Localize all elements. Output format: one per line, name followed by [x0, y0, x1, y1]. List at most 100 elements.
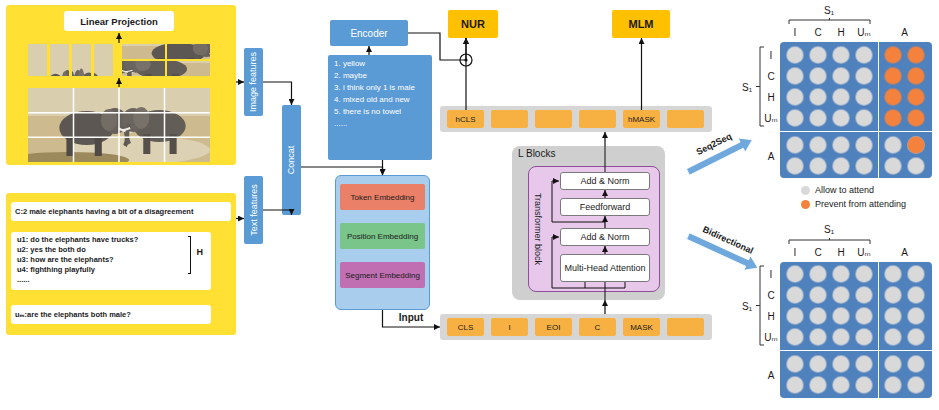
empty-token: [579, 110, 616, 128]
answer-list: 1. yellow2. maybe3. i think only 1 is ma…: [328, 55, 432, 160]
axis-label: Uₘ: [764, 113, 777, 124]
axis-label: H: [767, 92, 774, 103]
node-text: L Blocks: [512, 146, 665, 161]
objective-box: NUR: [448, 10, 498, 38]
question-box: uₘ:are the elephants both male?: [11, 305, 211, 324]
legend-swatch: [801, 200, 810, 209]
node-text: ......: [334, 119, 426, 129]
node-text: Encoder: [350, 28, 387, 39]
axis-label: S₁: [824, 5, 834, 16]
node-text: I: [508, 323, 510, 332]
axis-label: Uₘ: [857, 247, 870, 258]
node-text: Segment Embedding: [345, 271, 420, 280]
connector: [368, 46, 369, 55]
legend-item: Prevent from attending: [801, 199, 906, 209]
connector: [236, 218, 244, 219]
axis-label: C: [814, 27, 821, 38]
embedding-box: Token Embedding: [340, 184, 425, 210]
input-sequence: CLSIEOICMASK: [440, 314, 712, 340]
edge-label: Input: [397, 312, 425, 323]
text-panel: C:2 male elephants having a bit of a dis…: [6, 193, 236, 335]
connector: [263, 82, 292, 105]
axis-label: C: [767, 71, 774, 82]
node-text: Concat: [287, 146, 297, 175]
node-text: MASK: [630, 323, 653, 332]
node-text: 1. yellow: [334, 59, 426, 69]
node-text: Add & Norm: [580, 232, 629, 243]
legend-text: Allow to attend: [815, 185, 874, 195]
feature-box: Image features: [244, 48, 263, 116]
node-text: 4. mixed old and new: [334, 95, 426, 105]
legend-item: Allow to attend: [801, 185, 874, 195]
embedding-panel: Token EmbeddingPosition EmbeddingSegment…: [335, 175, 430, 310]
node-text: Token Embedding: [350, 193, 414, 202]
node-text: ......: [17, 275, 205, 285]
encoder-box: Encoder: [330, 20, 408, 46]
empty-token: [667, 318, 704, 336]
node-text: 3. i think only 1 is male: [334, 83, 426, 93]
hidden-cell: hCLS: [447, 110, 484, 128]
empty-token: [535, 110, 572, 128]
attention-matrix: [780, 42, 932, 178]
connector: [604, 246, 605, 254]
connector: [236, 81, 244, 82]
connector: [641, 38, 642, 110]
node-text: Feedforward: [580, 202, 631, 213]
concat-box: Concat: [282, 105, 301, 215]
source-image: [8, 88, 210, 168]
flow-arrows: [118, 33, 119, 87]
add-norm-box: Add & Norm: [560, 228, 650, 246]
add-norm-box: Add & Norm: [560, 172, 650, 190]
axis-label: C: [767, 290, 774, 301]
token-cell: I: [491, 318, 528, 336]
axis-label: A: [901, 247, 908, 258]
transformer-wiring: [552, 146, 625, 300]
axis-label: I: [794, 247, 797, 258]
node-text: Text features: [249, 184, 259, 236]
axis-label: I: [770, 50, 773, 61]
connector: [382, 160, 383, 175]
axis-label: A: [768, 369, 775, 380]
token-cell: CLS: [447, 318, 484, 336]
connector: [383, 310, 441, 327]
token-cell: C: [579, 318, 616, 336]
legend-text: Prevent from attending: [815, 199, 906, 209]
mask-arrows: [684, 133, 761, 276]
node-text: Add & Norm: [580, 176, 629, 187]
node-text: C: [595, 323, 601, 332]
connector: [263, 210, 292, 215]
empty-token: [491, 110, 528, 128]
axis-label: S₁: [824, 224, 834, 235]
empty-token: [667, 110, 704, 128]
node-text: u1: do the elephants have trucks?: [17, 235, 205, 245]
transformer-block: Transformer blockAdd & NormFeedforwardAd…: [528, 166, 660, 292]
axis-label: I: [770, 269, 773, 280]
node-text: u4: fighthing playfully: [17, 265, 205, 275]
hidden-cell: hMASK: [623, 110, 660, 128]
connector: [604, 132, 605, 146]
axis-label: S₁: [742, 300, 752, 311]
axis-label: A: [768, 150, 775, 161]
node-text: Position Embedding: [347, 232, 418, 241]
node-text: Transformer block: [533, 193, 543, 265]
embedding-box: Segment Embedding: [340, 262, 425, 288]
axis-label: H: [767, 311, 774, 322]
objective-box: MLM: [612, 10, 670, 38]
layer-stack: L BlocksTransformer blockAdd & NormFeedf…: [512, 146, 665, 300]
connector: [604, 300, 605, 314]
caption-box: C:2 male elephants having a bit of a dis…: [11, 202, 231, 221]
axis-label: I: [794, 27, 797, 38]
feedforward-box: Feedforward: [560, 198, 650, 216]
node-text: hMASK: [628, 115, 655, 124]
connector: [604, 190, 605, 198]
axis-label: A: [901, 27, 908, 38]
axis-label: S₁: [742, 81, 752, 92]
node-text: C:2 male elephants having a bit of a dis…: [15, 207, 193, 216]
token-cell: MASK: [623, 318, 660, 336]
brackets: [756, 18, 870, 345]
axis-label: Uₘ: [857, 27, 870, 38]
node-text: 5. there is no towel: [334, 107, 426, 117]
